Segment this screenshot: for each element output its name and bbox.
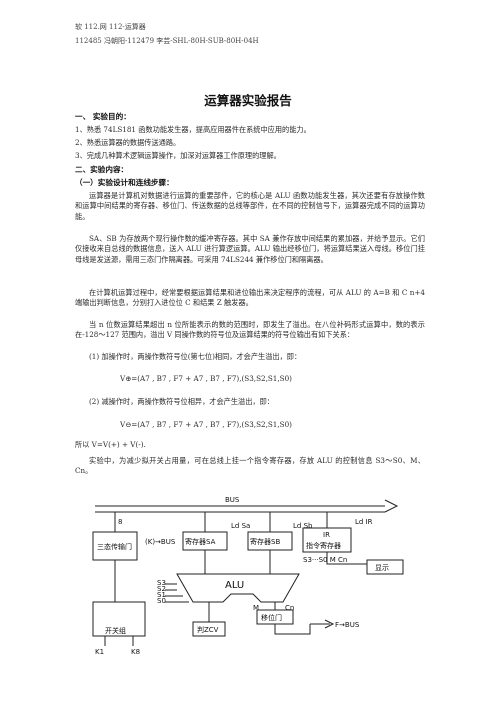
- paragraph-8: 实验中，为减少拟开关占用量，可在总线上挂一个指令寄存器，存放 ALU 的控制信息…: [75, 456, 425, 476]
- display-label: 显示: [375, 564, 389, 572]
- switch-k8-label: K8: [131, 648, 140, 656]
- alu-cn-label: Cn: [285, 604, 294, 612]
- bus-line: [95, 499, 399, 513]
- ir-outputs-label: S3···S0 M Cn: [303, 556, 347, 564]
- header-line-2: 112485 冯朝阳-112479 李芸-SHL-80H-SUB-80H-04H: [75, 37, 259, 45]
- section-1-title: 一、 实验目的：: [75, 112, 131, 121]
- ctrl-s1: S1: [157, 591, 166, 599]
- list-item: 1、熟悉 74LS181 函数功能发生器，提高应用器件在系统中应用的能力。: [75, 125, 311, 134]
- formula-add-overflow: V⊕=(A7 , B7 , F7 + A7 , B7 , F7),(S3,S2,…: [120, 374, 292, 383]
- ctrl-s2: S2: [157, 585, 166, 593]
- alu-m-label: M: [253, 604, 259, 612]
- zcv-label: 判ZCV: [197, 625, 219, 634]
- ctrl-s0: S0: [157, 597, 166, 605]
- section-2-subtitle: （一）实验设计和连线步骤：: [75, 178, 174, 187]
- tristate-label: 三态传输门: [97, 542, 132, 551]
- paragraph-2: SA、SB 为存放两个现行操作数的缓冲寄存器。其中 SA 兼作存放中间结果的累加…: [75, 234, 425, 264]
- ir-label: IR: [323, 531, 330, 539]
- section-2-title: 二、实验内容：: [75, 165, 129, 174]
- register-sb-label: 寄存器SB: [250, 537, 280, 546]
- f-bus-label: F→BUS: [335, 621, 360, 629]
- list-item: 3、完成几种算术逻辑运算操作，加深对运算器工作原理的理解。: [75, 151, 281, 160]
- paragraph-4: 当 n 位数运算结果超出 n 位所能表示的数的范围时，即发生了溢出。在八位补码形…: [75, 320, 425, 340]
- ld-sb-label: Ld Sb: [293, 522, 313, 530]
- alu-shape: [176, 573, 300, 603]
- register-sa-label: 寄存器SA: [185, 537, 216, 546]
- paragraph-6: (2) 减操作时，两操作数符号位相异，才会产生溢出，即：: [89, 397, 274, 406]
- display-box: [366, 559, 404, 575]
- paragraph-3: 在计算机运算过程中，经常要根据运算结果和进位输出来决定程序的流程，可从 ALU …: [75, 288, 425, 308]
- header-line-1: 软 112.网 112-运算器: [75, 23, 146, 31]
- bus-label: BUS: [225, 496, 240, 504]
- formula-sub-overflow: V⊖=(A7 , B7 , F7 + A7 , B7 , F7),(S3,S2,…: [120, 420, 292, 429]
- switch-group-label: 开关组: [105, 626, 126, 635]
- ld-ir-label: Ld IR: [355, 518, 373, 526]
- switch-group-box: [92, 601, 146, 637]
- ctrl-s3: S3: [157, 579, 166, 587]
- paragraph-5: (1) 加操作时，两操作数符号位(第七位)相同，才会产生溢出，即：: [89, 352, 302, 361]
- bus-width-label: 8: [118, 518, 122, 526]
- list-item: 2、熟悉运算器的数据传送通路。: [75, 138, 181, 147]
- page-title: 运算器实验报告: [204, 93, 292, 108]
- k-bus-label: (K)→BUS: [145, 538, 176, 546]
- alu-label: ALU: [225, 580, 244, 591]
- paragraph-7: 所以 V=V(+) + V(-).: [75, 440, 146, 449]
- paragraph-1: 运算器是计算机对数据进行运算的重要部件，它的核心是 ALU 函数功能发生器，其次…: [75, 191, 425, 221]
- instruction-register-label: 指令寄存器: [306, 541, 341, 550]
- switch-k1-label: K1: [95, 648, 104, 656]
- ld-sa-label: Ld Sa: [231, 522, 250, 530]
- alu-block-diagram: BUS 三态传输门 (K)→BUS 寄存器SA 寄存器SB Ld Sa Ld S…: [92, 496, 404, 656]
- shift-gate-label: 移位门: [261, 613, 282, 622]
